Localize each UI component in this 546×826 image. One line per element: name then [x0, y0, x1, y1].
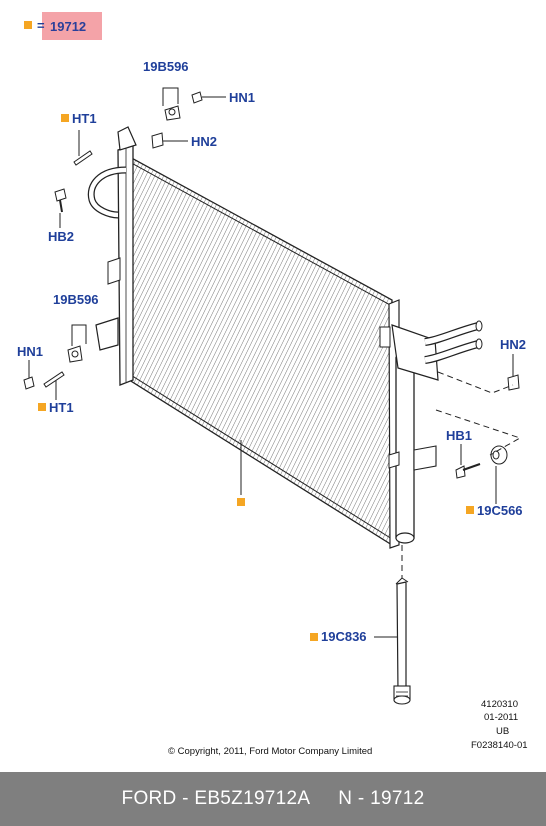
legend-equals: =: [37, 18, 45, 33]
footer-part-code: FORD - EB5Z19712A: [121, 788, 311, 809]
copyright-text: © Copyright, 2011, Ford Motor Company Li…: [168, 746, 372, 757]
legend-highlight: [42, 12, 102, 40]
legend-part-number: 19712: [50, 19, 86, 34]
meta-code-3: UB: [496, 726, 509, 737]
label-ht1-left: HT1: [49, 400, 74, 415]
marker-19c566: [466, 506, 474, 514]
drier-tube: [393, 577, 411, 705]
label-hn2-top: HN2: [191, 134, 217, 149]
marker-ht1-left: [38, 403, 46, 411]
label-hn1-left: HN1: [17, 344, 43, 359]
legend-marker: [24, 21, 32, 29]
meta-code-2: 01-2011: [484, 712, 518, 723]
leader-lines: [28, 87, 522, 638]
footer-part-group: N - 19712: [338, 788, 425, 809]
marker-ht1-top: [61, 114, 69, 122]
left-tank: [87, 126, 137, 386]
label-ht1-top: HT1: [72, 111, 97, 126]
label-19c566: 19C566: [477, 503, 523, 518]
marker-core: [237, 498, 245, 506]
label-hn2-right: HN2: [500, 337, 526, 352]
radiator-condenser-diagram: = 19712: [17, 12, 528, 757]
marker-19c836: [310, 633, 318, 641]
part-number-footer: FORD - EB5Z19712A N - 19712: [0, 772, 546, 826]
label-hb2: HB2: [48, 229, 74, 244]
radiator-core: [125, 153, 393, 547]
meta-code-1: 4120310: [481, 699, 518, 710]
label-19b596-mid: 19B596: [53, 292, 99, 307]
hardware-parts: [23, 91, 520, 479]
right-tank: [379, 299, 483, 549]
label-hb1: HB1: [446, 428, 472, 443]
label-19b596-top: 19B596: [143, 59, 189, 74]
label-hn1-top: HN1: [229, 90, 255, 105]
meta-code-4: F0238140-01: [471, 740, 528, 751]
label-19c836: 19C836: [321, 629, 367, 644]
